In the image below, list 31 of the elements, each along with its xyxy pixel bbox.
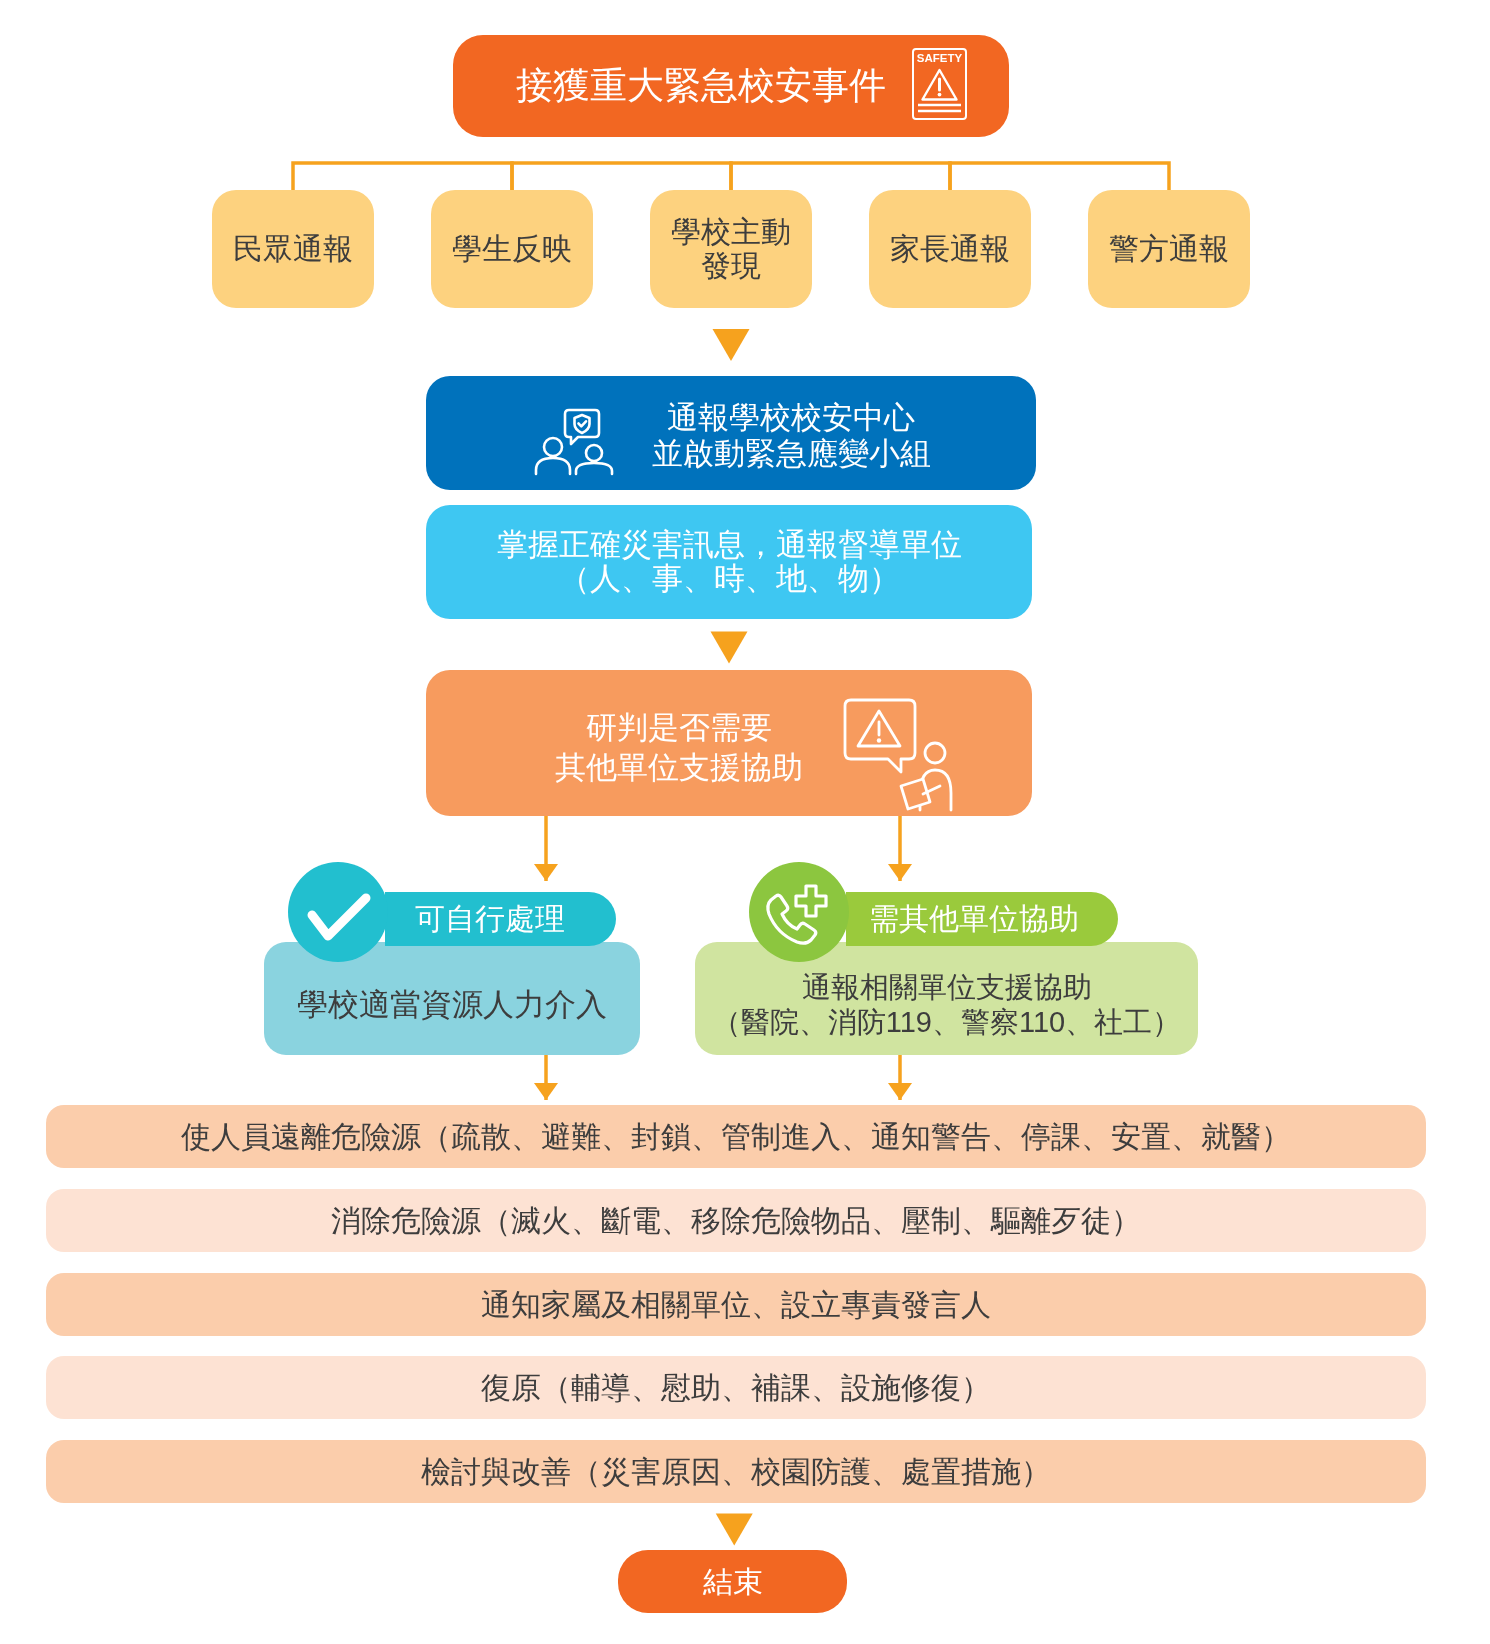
- step-band: 通知家屬及相關單位、設立專責發言人: [46, 1273, 1426, 1336]
- source-box: 家長通報: [869, 190, 1031, 308]
- source-box: 警方通報: [1088, 190, 1250, 308]
- arrow: [888, 816, 912, 881]
- connector-line: [948, 161, 1171, 190]
- decision-text: 研判是否需要其他單位支援協助: [554, 709, 804, 787]
- source-box: 民眾通報: [212, 190, 374, 308]
- arrow: [888, 1055, 912, 1100]
- process-text: 通報學校校安中心並啟動緊急應變小組: [650, 400, 932, 472]
- down-arrow: [712, 329, 750, 361]
- arrow: [534, 1055, 558, 1100]
- action-box: 學校適當資源人力介入: [264, 942, 640, 1055]
- step-band: 使人員遠離危險源（疏散、避難、封鎖、管制進入、通知警告、停課、安置、就醫）: [46, 1105, 1426, 1168]
- step-band: 復原（輔導、慰助、補課、設施修復）: [46, 1356, 1426, 1419]
- decision-box: [426, 670, 1032, 816]
- step-band: 檢討與改善（災害原因、校園防護、處置措施）: [46, 1440, 1426, 1503]
- down-arrow: [710, 631, 748, 664]
- source-box: 學校主動發現: [650, 190, 812, 308]
- start-box: [453, 35, 1009, 137]
- source-box: 學生反映: [431, 190, 593, 308]
- step-band: 消除危險源（滅火、斷電、移除危險物品、壓制、驅離歹徒）: [46, 1189, 1426, 1252]
- branch-text: 需其他單位協助: [868, 901, 1079, 937]
- branch-text: 可自行處理: [414, 901, 565, 937]
- down-arrow: [715, 1513, 753, 1546]
- arrow: [534, 816, 558, 881]
- process-box: 掌握正確災害訊息，通報督導單位（人、事、時、地、物）: [426, 505, 1032, 619]
- end-box: 結束: [618, 1550, 847, 1613]
- heading-text: 接獲重大緊急校安事件: [516, 64, 886, 108]
- process-box: [426, 376, 1036, 490]
- action-box: 通報相關單位支援協助（醫院、消防119、警察110、社工）: [695, 942, 1198, 1055]
- sign-text: SAFETY: [915, 52, 964, 65]
